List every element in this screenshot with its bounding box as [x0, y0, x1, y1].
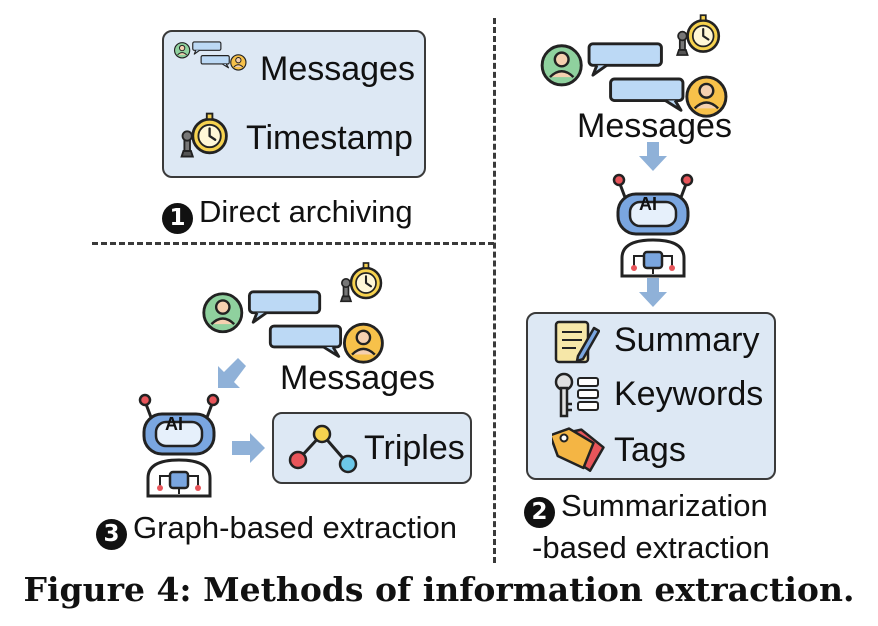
caption-text: Direct archiving: [199, 194, 413, 229]
arrow-right-icon: [232, 433, 265, 463]
direct-messages-label: Messages: [260, 50, 415, 88]
keywords-label: Keywords: [614, 375, 764, 413]
graph-messages-label: Messages: [280, 359, 435, 397]
number-badge: 3: [96, 519, 127, 550]
robot-icon: [134, 390, 224, 500]
robot-ai-label: AI: [639, 194, 657, 214]
notepad-pencil-icon: [554, 320, 600, 364]
arrow-diagonal-icon: [218, 358, 246, 388]
triples-label: Triples: [364, 429, 465, 467]
messages-icon: [173, 38, 249, 74]
stopwatch-icon: [176, 108, 232, 164]
direct-timestamp-label: Timestamp: [246, 119, 413, 157]
tags-icon: [552, 427, 605, 472]
robot-ai-label: AI: [165, 414, 183, 434]
summarization-caption-line2: -based extraction: [532, 530, 770, 565]
vertical-divider: [493, 18, 496, 563]
figure-caption: Figure 4: Methods of information extract…: [23, 570, 855, 609]
summary-label: Summary: [614, 321, 760, 359]
number-badge: 2: [524, 497, 555, 528]
tags-label: Tags: [614, 431, 686, 469]
robot-icon: [608, 170, 698, 280]
summarization-messages-label: Messages: [577, 107, 732, 145]
caption-text: Graph-based extraction: [133, 510, 457, 545]
number-badge: 1: [162, 203, 193, 234]
horizontal-divider: [92, 242, 494, 245]
arrow-down-icon: [638, 142, 668, 172]
triples-box: [272, 412, 472, 484]
graph-nodes-icon: [288, 424, 358, 474]
caption-text: Summarization: [561, 488, 768, 523]
arrow-down-icon: [638, 278, 668, 308]
key-list-icon: [554, 372, 599, 418]
